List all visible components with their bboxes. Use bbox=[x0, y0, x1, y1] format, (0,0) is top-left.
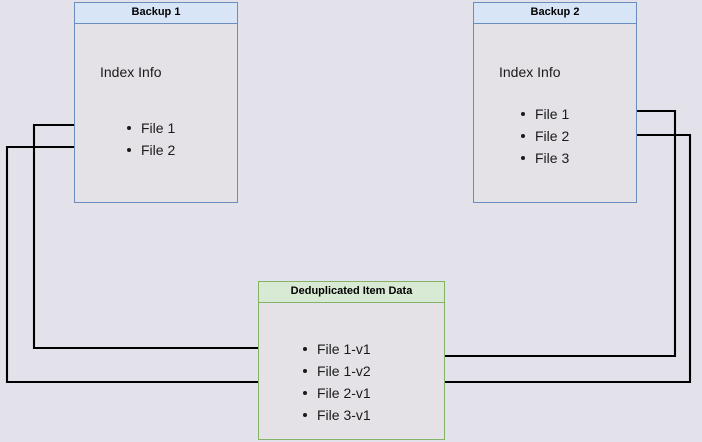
backup-2-header: Backup 2 bbox=[474, 3, 636, 24]
backup-2-body: Index Info File 1 File 2 File 3 bbox=[474, 24, 636, 202]
list-item: File 2-v1 bbox=[301, 382, 371, 404]
deduplicated-item-data-body: File 1-v1 File 1-v2 File 2-v1 File 3-v1 bbox=[259, 303, 444, 439]
backup-1-header: Backup 1 bbox=[75, 3, 237, 24]
deduplicated-item-data-box: Deduplicated Item Data File 1-v1 File 1-… bbox=[258, 281, 445, 440]
list-item: File 1 bbox=[125, 117, 175, 139]
list-item: File 3 bbox=[519, 147, 569, 169]
list-item: File 3-v1 bbox=[301, 404, 371, 426]
backup-2-file-list: File 1 File 2 File 3 bbox=[519, 103, 569, 169]
deduplicated-file-list: File 1-v1 File 1-v2 File 2-v1 File 3-v1 bbox=[301, 338, 371, 426]
backup-1-index-label: Index Info bbox=[100, 64, 162, 80]
backup-1-box: Backup 1 Index Info File 1 File 2 bbox=[74, 2, 238, 203]
backup-1-file-list: File 1 File 2 bbox=[125, 117, 175, 161]
list-item: File 2 bbox=[519, 125, 569, 147]
list-item: File 2 bbox=[125, 139, 175, 161]
list-item: File 1 bbox=[519, 103, 569, 125]
deduplicated-item-data-header: Deduplicated Item Data bbox=[259, 282, 444, 303]
backup-1-body: Index Info File 1 File 2 bbox=[75, 24, 237, 202]
backup-2-box: Backup 2 Index Info File 1 File 2 File 3 bbox=[473, 2, 637, 203]
backup-2-index-label: Index Info bbox=[499, 64, 561, 80]
list-item: File 1-v2 bbox=[301, 360, 371, 382]
list-item: File 1-v1 bbox=[301, 338, 371, 360]
